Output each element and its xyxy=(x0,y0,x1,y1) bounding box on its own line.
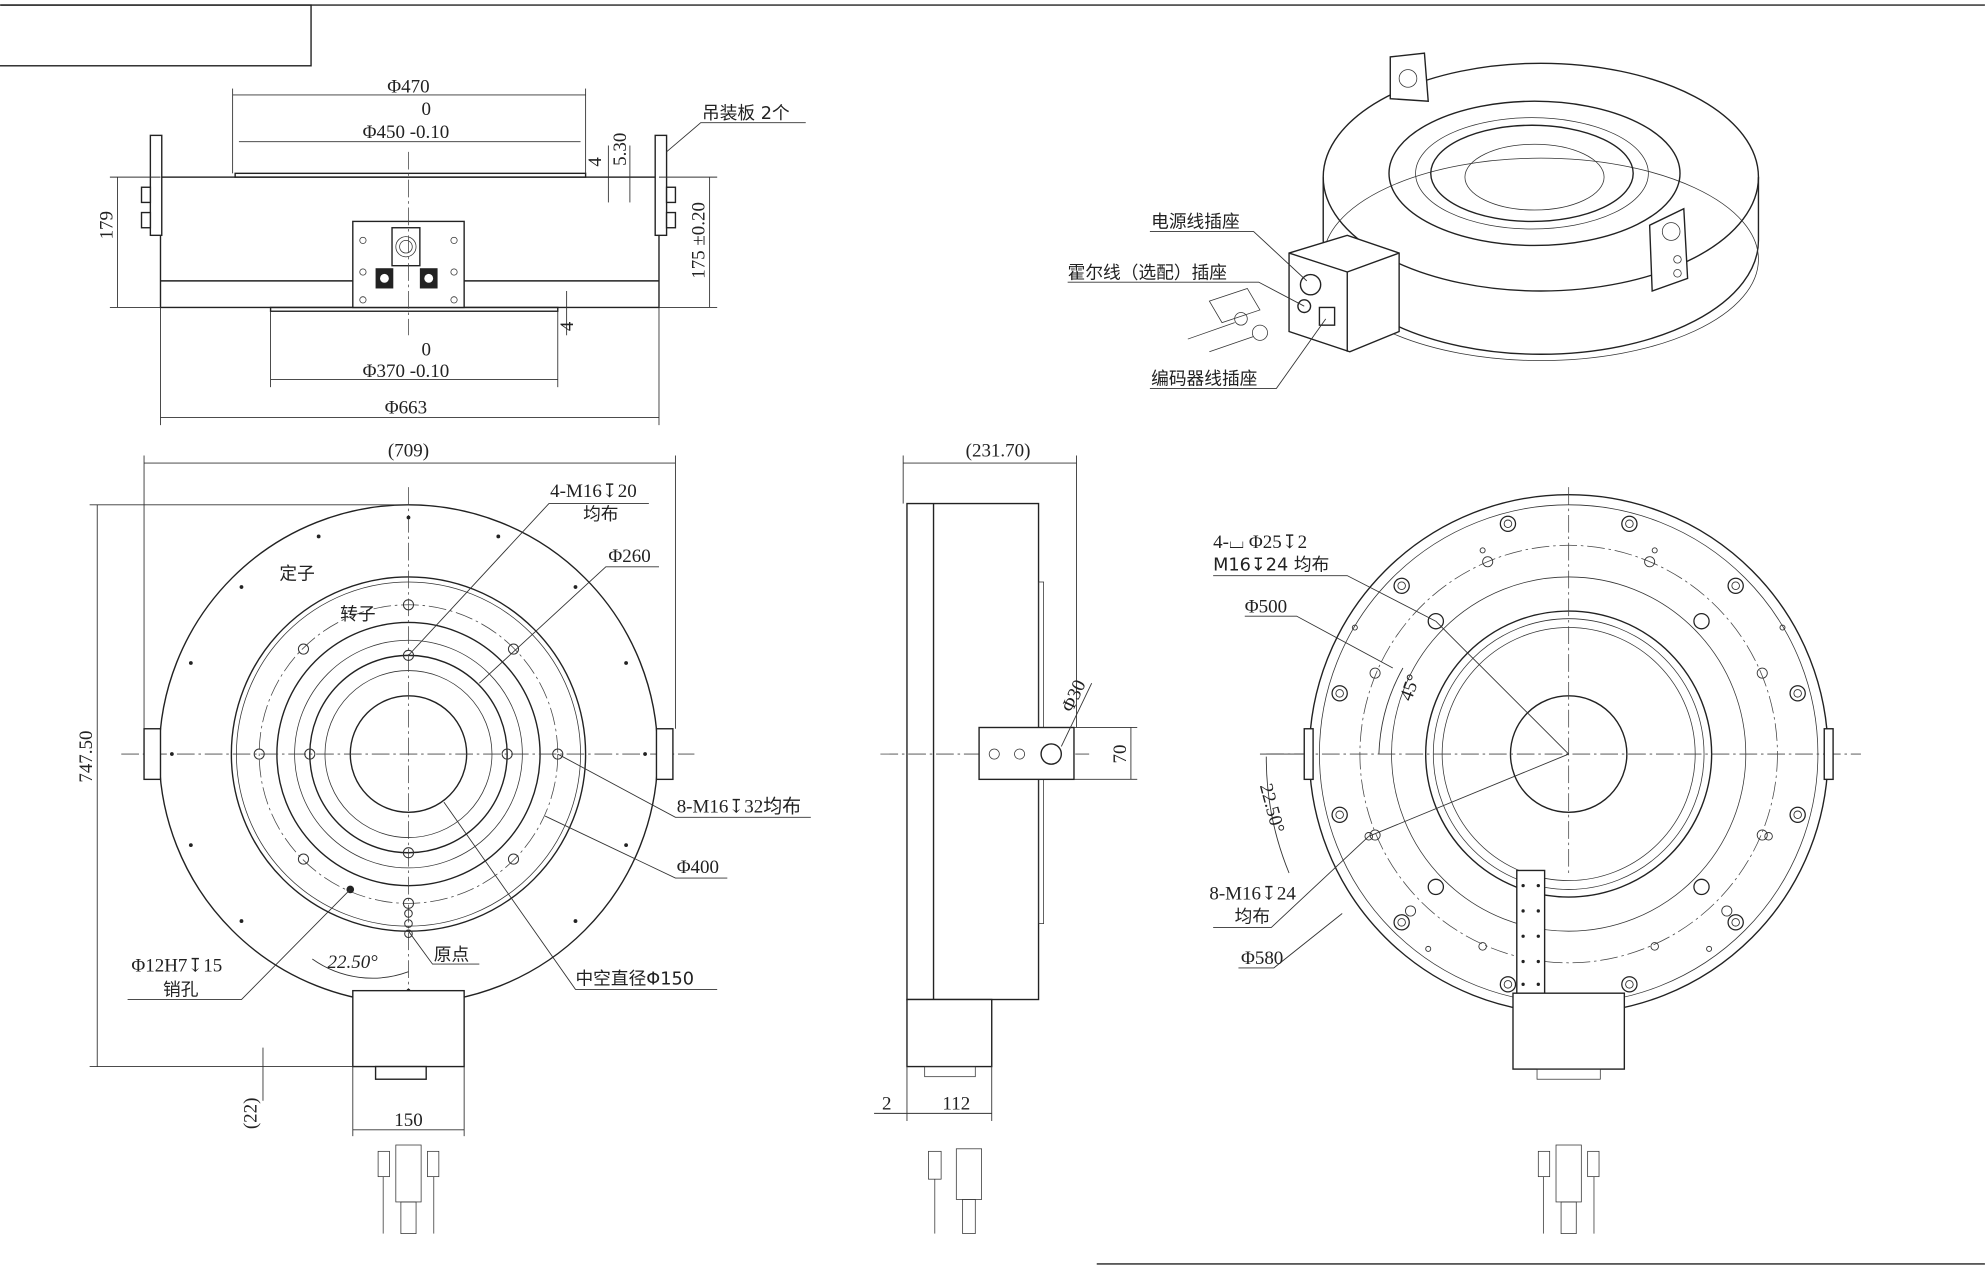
label-holes-8-even: 均布 xyxy=(1235,906,1270,927)
label-hollow-dia: 中空直径Φ150 xyxy=(575,968,694,989)
dim-4-top: 4 xyxy=(585,157,606,167)
dim-dia-500: Φ500 xyxy=(1245,596,1287,617)
dim-5-30: 5.30 xyxy=(610,133,631,166)
dim-dia-450: Φ450 -0.10 xyxy=(363,122,450,143)
dim-dia-470: Φ470 xyxy=(387,76,429,97)
label-pin-hole: Φ12H7↧15 xyxy=(131,956,222,977)
cable-plug-right xyxy=(1537,1144,1600,1234)
dim-dia-663: Φ663 xyxy=(385,398,427,419)
label-rotor: 转子 xyxy=(340,604,375,625)
label-pin-hole-cn: 销孔 xyxy=(163,980,199,1001)
front-view: Φ470 0 Φ450 -0.10 4 5.30 吊装板 2个 179 175 … xyxy=(96,76,806,426)
dim-angle-45: 45° xyxy=(1396,672,1425,704)
label-holes-4-counterbore: 4-⌴ Φ25↧2 xyxy=(1213,532,1307,553)
dim-dia-370: Φ370 -0.10 xyxy=(363,361,450,382)
dim-dia-580: Φ580 xyxy=(1241,948,1283,969)
iso-plugs xyxy=(1187,288,1268,353)
lifting-plate-right xyxy=(654,134,668,237)
label-holes-4-even: 均布 xyxy=(583,504,618,525)
cable-channel xyxy=(1516,869,1546,994)
iso-connector-box xyxy=(1288,234,1400,353)
dim-tol-370-upper: 0 xyxy=(421,340,430,361)
side-view: (231.70) Φ30 70 2 112 xyxy=(874,441,1138,1234)
side-bracket xyxy=(978,726,1075,781)
cable-plug-left xyxy=(377,1144,440,1234)
label-holes-8-m16: 8-M16↧24 xyxy=(1209,884,1296,905)
sheet-frame xyxy=(0,4,1985,1265)
dim-22: (22) xyxy=(241,1098,262,1130)
label-encoder-socket: 编码器线插座 xyxy=(1151,369,1257,390)
iso-view: 电源线插座 霍尔线（选配）插座 编码器线插座 xyxy=(1067,52,1760,390)
dim-dia-30: Φ30 xyxy=(1058,677,1091,716)
label-origin: 原点 xyxy=(434,944,469,965)
lifting-plate-label: 吊装板 2个 xyxy=(702,103,790,124)
dim-tol-450-upper: 0 xyxy=(421,99,430,120)
label-holes-4-m16: 4-M16↧20 xyxy=(550,481,637,502)
dim-dia-400: Φ400 xyxy=(677,857,719,878)
dim-height-70: 70 xyxy=(1110,745,1131,764)
dim-width-231: (231.70) xyxy=(966,441,1031,462)
dim-width-709: (709) xyxy=(388,441,429,462)
dim-width-150: 150 xyxy=(394,1110,422,1131)
cable-plug-side xyxy=(928,1148,982,1234)
dim-angle-22-5: 22.50° xyxy=(1255,781,1288,835)
dim-height-179: 179 xyxy=(96,211,117,239)
bottom-view: 4-⌴ Φ25↧2 M16↧24 均布 Φ500 45° 22.50° 8-M1… xyxy=(1209,487,1861,1234)
title-block-fragment xyxy=(0,4,312,67)
dim-height-747: 747.50 xyxy=(76,731,97,783)
plan-view: (709) 747.50 定子 转子 4-M16↧20 均布 Φ260 8-M1… xyxy=(76,441,811,1234)
dim-4-bottom: 4 xyxy=(557,321,578,331)
dim-height-175: 175 ±0.20 xyxy=(689,202,710,279)
label-stator: 定子 xyxy=(279,563,314,584)
dim-2: 2 xyxy=(882,1094,891,1115)
lifting-plate-left xyxy=(149,134,163,237)
label-holes-8-m16: 8-M16↧32均布 xyxy=(677,795,801,817)
label-hall-socket: 霍尔线（选配）插座 xyxy=(1068,262,1227,283)
dim-angle-22-5: 22.50° xyxy=(328,952,379,973)
dim-dia-260: Φ260 xyxy=(608,546,650,567)
dim-112: 112 xyxy=(942,1094,970,1115)
label-power-socket: 电源线插座 xyxy=(1151,212,1240,233)
label-holes-4-thread: M16↧24 均布 xyxy=(1213,555,1329,576)
